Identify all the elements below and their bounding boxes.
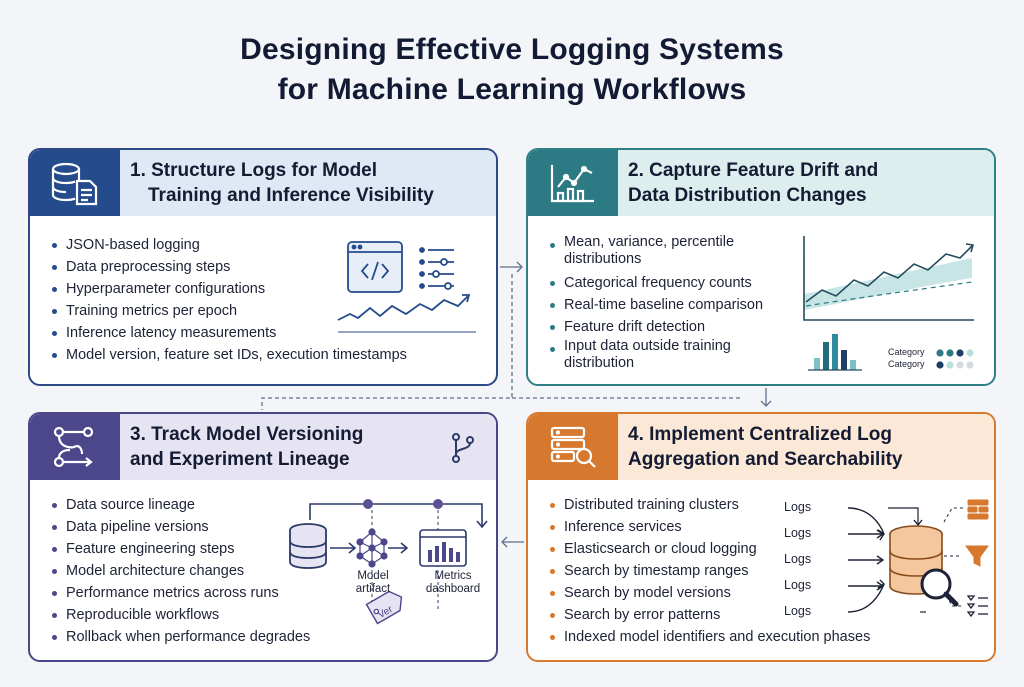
drift-chart-illustration (803, 236, 975, 371)
list-item: JSON-based logging (52, 234, 407, 256)
page-title: Designing Effective Logging Systems for … (240, 33, 784, 106)
list-item: Search by model versions (550, 582, 870, 604)
bullet-list: JSON-based logging Data preprocessing st… (52, 234, 407, 366)
database-document-icon (51, 162, 98, 206)
card-header: 3. Track Model Versioning and Experiment… (30, 414, 496, 480)
card-heading: 4. Implement Centralized Log Aggregation… (628, 424, 903, 470)
list-item: Training metrics per epoch (52, 300, 407, 322)
card-icon-box (30, 414, 120, 480)
code-window-illustration (337, 241, 476, 333)
card-model-versioning: 3. Track Model Versioning and Experiment… (28, 412, 498, 662)
card-structure-logs: 1. Structure Logs for Model Training and… (28, 148, 498, 386)
card-icon-box (528, 414, 618, 480)
dashed-link-1 (261, 274, 513, 410)
bullet-list: Mean, variance, percentile distributions… (550, 234, 790, 376)
list-item: Data source lineage (52, 494, 310, 516)
list-item: Inference services (550, 516, 870, 538)
list-item: Inference latency measurements (52, 322, 407, 344)
git-branch-icon (452, 433, 474, 463)
card-heading: 3. Track Model Versioning and Experiment… (130, 424, 364, 470)
logs-label: Logs (784, 500, 812, 514)
list-item: Hyperparameter configurations (52, 278, 407, 300)
list-item: Feature drift detection (550, 316, 790, 338)
list-item: Categorical frequency counts (550, 272, 790, 294)
card-icon-box (528, 150, 618, 216)
legend-label: Category (888, 347, 925, 357)
list-item: Real-time baseline comparison (550, 294, 790, 316)
aggregation-illustration (847, 499, 989, 618)
list-item: Search by error patterns (550, 604, 870, 626)
logs-label: Logs (784, 604, 812, 618)
card-feature-drift: 2. Capture Feature Drift and Data Distri… (526, 148, 996, 386)
workflow-icon (53, 426, 94, 468)
card-header: 2. Capture Feature Drift and Data Distri… (528, 150, 994, 216)
model-artifact-label: Model artifact (355, 570, 391, 595)
card-log-aggregation: 4. Implement Centralized Log Aggregation… (526, 412, 996, 662)
card-header: 1. Structure Logs for Model Training and… (30, 150, 496, 216)
list-item: Model architecture changes (52, 560, 310, 582)
list-item: Elasticsearch or cloud logging (550, 538, 870, 560)
list-item: Performance metrics across runs (52, 582, 310, 604)
list-item: Indexed model identifiers and execution … (550, 626, 870, 648)
list-item: Model version, feature set IDs, executio… (52, 344, 407, 366)
card-icon-box (30, 150, 120, 216)
list-item: Reproducible workflows (52, 604, 310, 626)
line-chart-icon (550, 165, 594, 203)
bullet-list: Data source lineage Data pipeline versio… (52, 494, 310, 648)
lineage-illustration (289, 499, 488, 625)
logs-label: Logs (784, 526, 812, 540)
card-header: 4. Implement Centralized Log Aggregation… (528, 414, 994, 480)
metrics-dashboard-label: Metrics dashboard (425, 570, 481, 595)
card-heading: 2. Capture Feature Drift and Data Distri… (628, 160, 879, 206)
list-item: Feature engineering steps (52, 538, 310, 560)
server-search-icon (550, 426, 596, 468)
list-item: Data preprocessing steps (52, 256, 407, 278)
bullet-list: Distributed training clusters Inference … (550, 494, 870, 648)
list-item: Search by timestamp ranges (550, 560, 870, 582)
logs-label: Logs (784, 578, 812, 592)
list-item: Rollback when performance degrades (52, 626, 310, 648)
list-item: Mean, variance, percentile distributions (550, 234, 790, 268)
list-item: Data pipeline versions (52, 516, 310, 538)
legend-label: Category (888, 359, 925, 369)
logs-label: Logs (784, 552, 812, 566)
list-item: Input data outside training distribution (550, 338, 790, 372)
list-item: Distributed training clusters (550, 494, 870, 516)
card-heading: 1. Structure Logs for Model Training and… (130, 160, 434, 206)
